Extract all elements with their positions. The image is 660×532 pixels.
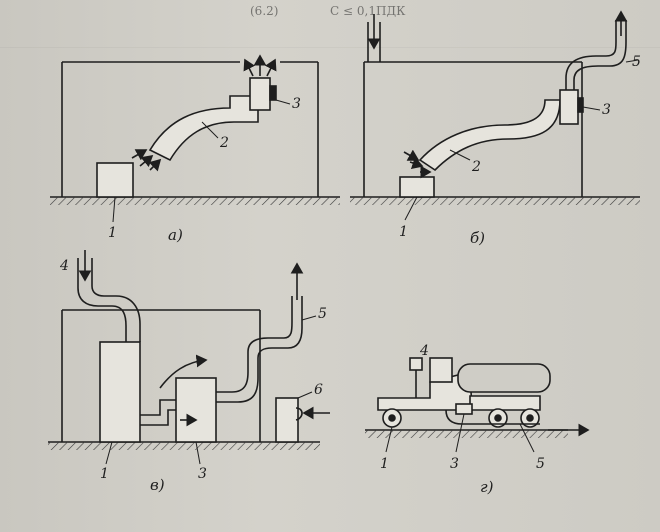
caption-b: б) <box>470 229 485 247</box>
panel-g <box>365 357 590 453</box>
hood-duct <box>148 95 259 162</box>
callout-a-2: 2 <box>219 135 229 151</box>
fan-unit <box>275 397 299 443</box>
supply-duct <box>91 258 141 342</box>
callout-v-1: 1 <box>100 466 109 482</box>
suction-arrow <box>403 149 420 161</box>
leader-line <box>449 149 471 161</box>
fan-unit <box>249 77 271 111</box>
floor-duct <box>140 409 176 426</box>
callout-b-3: 3 <box>602 102 611 118</box>
caption-a: а) <box>168 226 183 244</box>
callout-g-5: 5 <box>536 456 545 472</box>
suction-arrow <box>148 158 162 172</box>
leader-line <box>582 106 601 111</box>
exhaust-arrow <box>264 58 277 77</box>
callout-b-2: 2 <box>471 159 481 175</box>
wheel-hub <box>494 414 502 422</box>
device-4 <box>409 357 423 371</box>
floor-hatch <box>50 197 340 205</box>
suction-arrow <box>409 156 424 170</box>
hood-duct <box>418 99 561 172</box>
vehicle-cab <box>429 357 453 383</box>
leader-line <box>112 196 116 223</box>
suction-arrow <box>139 154 154 168</box>
leader-line <box>201 121 219 139</box>
flow-arrow <box>159 354 208 389</box>
floor-hatch <box>48 442 320 450</box>
suction-arrow <box>131 149 148 161</box>
callout-b-5: 5 <box>632 54 641 70</box>
machine-tall <box>99 341 141 443</box>
callout-v-3: 3 <box>198 466 207 482</box>
fan-housing <box>295 407 303 421</box>
supply-duct <box>77 258 127 342</box>
callout-a-3: 3 <box>292 96 301 112</box>
callout-a-1: 1 <box>108 225 117 241</box>
callout-v-4: 4 <box>59 258 69 274</box>
exhaust-duct <box>216 296 303 403</box>
callout-g-4: 4 <box>419 343 429 359</box>
panel-v <box>48 250 330 465</box>
callout-b-1: 1 <box>399 224 408 240</box>
source-box <box>96 162 134 198</box>
leader-line <box>301 315 317 321</box>
exhaust-collector <box>455 403 473 415</box>
leader-line <box>275 99 291 105</box>
leader-line <box>385 426 393 453</box>
exhaust-duct <box>216 296 293 393</box>
callout-v-5: 5 <box>318 306 327 322</box>
machine-low <box>175 377 217 443</box>
exhaust-duct <box>565 20 617 90</box>
floor-hatch <box>365 430 568 438</box>
exhaust-duct <box>573 20 627 90</box>
callout-v-6: 6 <box>314 382 323 398</box>
source-box <box>399 176 435 198</box>
caption-g: г) <box>480 478 494 496</box>
leader-line <box>519 423 535 453</box>
equation-number: (6.2) <box>250 4 279 18</box>
fan-motor <box>577 97 584 113</box>
leader-line <box>297 391 313 399</box>
callout-g-3: 3 <box>450 456 459 472</box>
caption-v: в) <box>150 476 165 494</box>
vehicle-tank <box>457 363 551 393</box>
leader-line <box>404 196 418 221</box>
leader-line <box>625 59 639 63</box>
wheel-hub <box>388 414 396 422</box>
leader-line <box>195 441 201 465</box>
top-formula: С ≤ 0,1ПДК <box>330 4 406 18</box>
fan-motor <box>269 85 277 101</box>
vehicle-deck <box>469 395 541 411</box>
leader-line <box>455 413 465 453</box>
leader-line <box>105 441 113 465</box>
wheel-hub <box>526 414 534 422</box>
callout-g-1: 1 <box>380 456 389 472</box>
floor-duct <box>140 399 176 416</box>
floor-hatch <box>350 197 640 205</box>
exhaust-arrow <box>243 58 256 77</box>
fan-unit <box>559 89 579 125</box>
panel-b <box>350 10 640 221</box>
panel-a <box>50 54 340 223</box>
